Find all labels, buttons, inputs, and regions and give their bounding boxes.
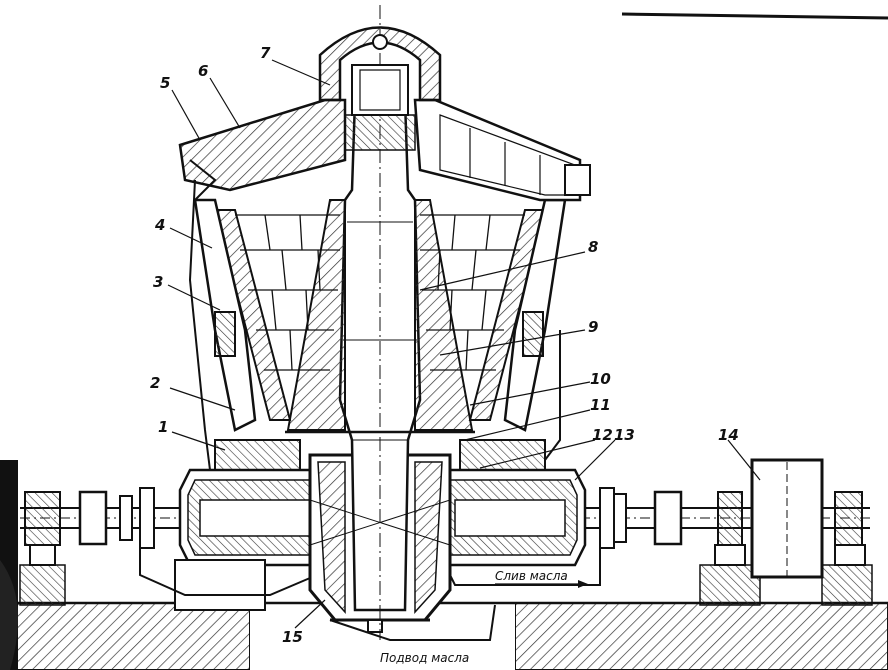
part-label-2: 2 <box>150 374 160 392</box>
upper-frame <box>193 198 567 471</box>
foundation <box>0 460 888 670</box>
crushing-cone <box>285 199 475 434</box>
part-label-9: 9 <box>588 318 598 336</box>
oil-supply-label: Подвод масла <box>380 651 469 665</box>
part-label-1: 1 <box>158 418 168 436</box>
part-label-8: 8 <box>588 238 598 256</box>
part-label-4: 4 <box>154 216 165 234</box>
top-spider <box>178 98 591 202</box>
part-label-7: 7 <box>260 44 271 62</box>
drive-pulley <box>750 458 824 579</box>
part-label-3: 3 <box>153 273 163 291</box>
part-label-13: 13 <box>614 426 635 444</box>
oil-drain-label: Слив масла <box>495 569 568 583</box>
part-label-6: 6 <box>198 62 208 80</box>
main-shaft <box>309 5 451 640</box>
border-line <box>621 12 888 20</box>
pinion-housing <box>139 468 615 611</box>
wear-lining <box>235 214 525 371</box>
oil-annotations: Слив масла Подвод масла <box>380 569 588 665</box>
top-cap <box>318 26 442 151</box>
part-labels: 1 2 3 4 5 6 7 8 9 10 11 12 13 14 15 <box>150 44 739 646</box>
part-label-12: 12 <box>592 426 613 444</box>
part-label-10: 10 <box>590 370 611 388</box>
part-label-14: 14 <box>718 426 739 444</box>
part-label-5: 5 <box>160 74 170 92</box>
leader-lines <box>167 59 761 629</box>
part-label-15: 15 <box>282 628 303 646</box>
part-label-11: 11 <box>590 396 611 414</box>
oil-drain-arrowhead <box>578 580 588 588</box>
oil-piping <box>139 179 601 641</box>
